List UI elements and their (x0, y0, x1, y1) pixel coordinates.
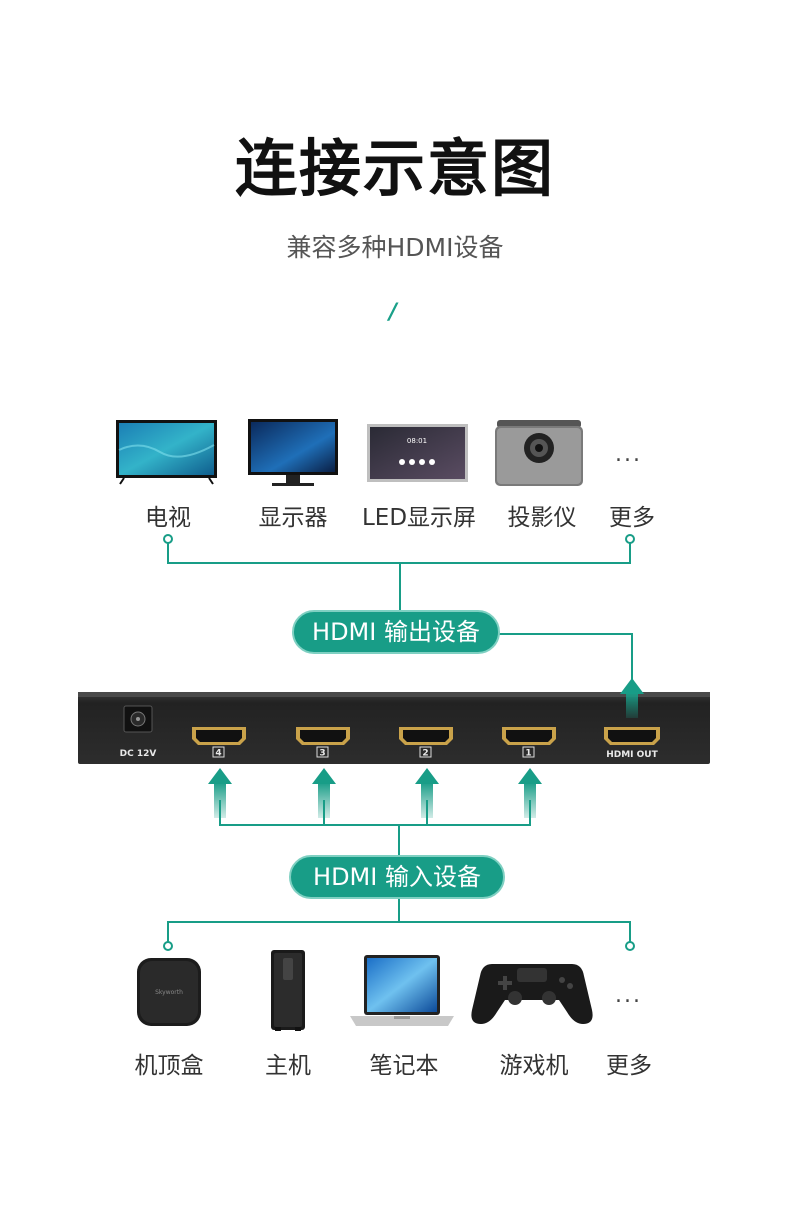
hdmi-port-2: 2 (399, 727, 453, 759)
input-arrows (208, 768, 542, 818)
decorative-slash: / (389, 300, 398, 325)
input-label-gamepad: 游戏机 (499, 1053, 569, 1079)
output-label-monitor: 显示器 (258, 505, 328, 531)
input-label-more: 更多 (606, 1053, 652, 1079)
input-label-pc: 主机 (265, 1053, 311, 1079)
svg-text:1: 1 (525, 749, 531, 759)
hdmi-port-4: 4 (192, 727, 246, 759)
hdmi-out-port: HDMI OUT (604, 727, 660, 760)
gamepad-icon (471, 964, 593, 1024)
monitor-icon (248, 419, 338, 486)
input-label-set-top-box: 机顶盒 (134, 1053, 204, 1079)
input-devices-pill: HDMI 输入设备 (289, 855, 505, 899)
laptop-icon (350, 955, 454, 1026)
projector-icon (495, 420, 583, 486)
page-subtitle: 兼容多种HDMI设备 (286, 233, 504, 262)
hdmi-out-label: HDMI OUT (606, 750, 658, 760)
hdmi-ports: 4 3 2 1 HDMI OUT (192, 727, 660, 760)
box-brand-label: Skyworth (155, 989, 183, 996)
hdmi-port-1: 1 (502, 727, 556, 759)
output-label-led: LED显示屏 (361, 505, 477, 531)
tv-icon (116, 420, 217, 485)
input-label-laptop: 笔记本 (369, 1053, 439, 1079)
output-label-more: 更多 (609, 505, 655, 531)
hdmi-port-3: 3 (296, 727, 350, 759)
output-devices-pill: HDMI 输出设备 (292, 610, 500, 654)
pc-tower-icon (271, 950, 305, 1031)
dc-label: DC 12V (120, 749, 157, 759)
page-title: 连接示意图 (234, 132, 555, 205)
svg-text:3: 3 (319, 749, 325, 759)
input-connector-lines (163, 800, 635, 951)
svg-text:4: 4 (215, 749, 221, 759)
output-label-tv: 电视 (145, 505, 191, 531)
led-display-icon: 08:01 (367, 424, 468, 482)
set-top-box-icon: Skyworth (137, 958, 201, 1026)
hdmi-switch-device: DC 12V (78, 692, 710, 764)
svg-text:2: 2 (422, 749, 428, 759)
input-more-icon: ... (615, 983, 642, 1008)
svg-text:08:01: 08:01 (407, 437, 427, 445)
output-label-projector: 投影仪 (507, 505, 577, 531)
output-arrow-icon (620, 678, 644, 718)
output-connector-lines (163, 534, 635, 690)
output-more-icon: ... (615, 442, 642, 467)
